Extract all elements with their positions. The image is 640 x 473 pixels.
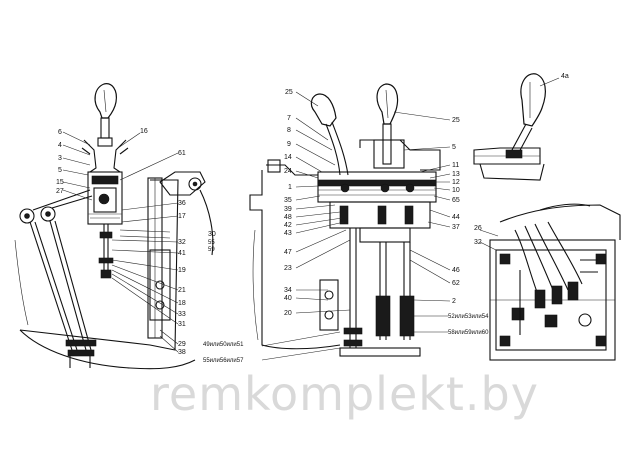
right-label-32: 32 bbox=[474, 239, 482, 246]
mid-label-5: 5 bbox=[452, 144, 456, 151]
left-label-5: 5 bbox=[58, 167, 62, 174]
mid-label-10: 10 bbox=[452, 187, 460, 194]
left-label-33: 33 bbox=[178, 311, 186, 318]
mid-label-47: 47 bbox=[284, 249, 292, 256]
mid-label-44: 44 bbox=[452, 214, 460, 221]
left-label-18: 18 bbox=[178, 300, 186, 307]
mid-label-40: 40 bbox=[284, 295, 292, 302]
mid-label-65: 65 bbox=[452, 197, 460, 204]
left-stacked-label-line: 59 bbox=[208, 247, 215, 253]
mid-label-25a: 25 bbox=[285, 89, 293, 96]
watermark: remkomplekt.by bbox=[150, 367, 539, 421]
left-label-6: 6 bbox=[58, 129, 62, 136]
left-label-4: 4 bbox=[58, 142, 62, 149]
mid-label-62: 62 bbox=[452, 280, 460, 287]
mid-label-25b: 25 bbox=[452, 117, 460, 124]
mid-label-52-54: 52или53или54 bbox=[448, 314, 489, 320]
middle-upright-knob bbox=[376, 83, 399, 125]
left-label-3: 3 bbox=[58, 155, 62, 162]
right-label-4a: 4а bbox=[561, 73, 569, 80]
mid-label-35: 35 bbox=[284, 197, 292, 204]
mid-label-23: 23 bbox=[284, 265, 292, 272]
mid-label-49-51: 49или50или51 bbox=[203, 342, 244, 348]
left-label-30: 30 bbox=[208, 231, 216, 238]
right-view: 4а 26 32 bbox=[473, 73, 621, 361]
mid-label-43: 43 bbox=[284, 230, 292, 237]
left-label-41: 41 bbox=[178, 250, 186, 257]
middle-view: 25 7 8 9 14 24 1 35 39 48 42 43 47 23 34… bbox=[203, 83, 489, 364]
mid-label-39: 39 bbox=[284, 206, 292, 213]
left-label-36: 36 bbox=[178, 200, 186, 207]
left-view: 6 4 3 5 15 27 16 61 36 17 30 55 59 32 41… bbox=[14, 83, 216, 370]
mid-label-12: 12 bbox=[452, 179, 460, 186]
mid-label-48: 48 bbox=[284, 214, 292, 221]
left-label-55-59: 55 59 bbox=[208, 240, 216, 253]
left-label-27: 27 bbox=[56, 188, 64, 195]
mid-label-58-60: 58или59или60 bbox=[448, 330, 489, 336]
mid-label-20: 20 bbox=[284, 310, 292, 317]
left-label-16: 16 bbox=[140, 128, 148, 135]
mid-label-37: 37 bbox=[452, 224, 460, 231]
left-lever-knob bbox=[94, 83, 117, 119]
mid-label-46: 46 bbox=[452, 267, 460, 274]
left-label-32: 32 bbox=[178, 239, 186, 246]
left-label-17: 17 bbox=[178, 213, 186, 220]
mid-label-13: 13 bbox=[452, 171, 460, 178]
left-label-38: 38 bbox=[178, 349, 186, 356]
left-label-15: 15 bbox=[56, 179, 64, 186]
middle-tilted-knob bbox=[310, 93, 337, 127]
mid-label-55-57: 55или56или57 bbox=[203, 358, 244, 364]
mid-label-11: 11 bbox=[452, 162, 459, 169]
left-label-19: 19 bbox=[178, 267, 186, 274]
mid-label-8: 8 bbox=[287, 127, 291, 134]
left-label-31: 31 bbox=[178, 321, 186, 328]
left-label-21: 21 bbox=[178, 287, 186, 294]
mid-label-2: 2 bbox=[452, 298, 456, 305]
mid-label-34: 34 bbox=[284, 287, 292, 294]
left-stacked-label: 55 bbox=[208, 240, 215, 246]
mid-label-42: 42 bbox=[284, 222, 292, 229]
left-label-61: 61 bbox=[178, 150, 186, 157]
mid-label-24: 24 bbox=[284, 168, 292, 175]
left-label-29: 29 bbox=[178, 341, 186, 348]
mid-label-14: 14 bbox=[284, 154, 292, 161]
right-lever-knob bbox=[520, 73, 546, 127]
mid-label-9: 9 bbox=[287, 141, 291, 148]
right-label-26: 26 bbox=[474, 225, 482, 232]
mid-label-1: 1 bbox=[288, 184, 292, 191]
mid-label-7: 7 bbox=[287, 115, 291, 122]
